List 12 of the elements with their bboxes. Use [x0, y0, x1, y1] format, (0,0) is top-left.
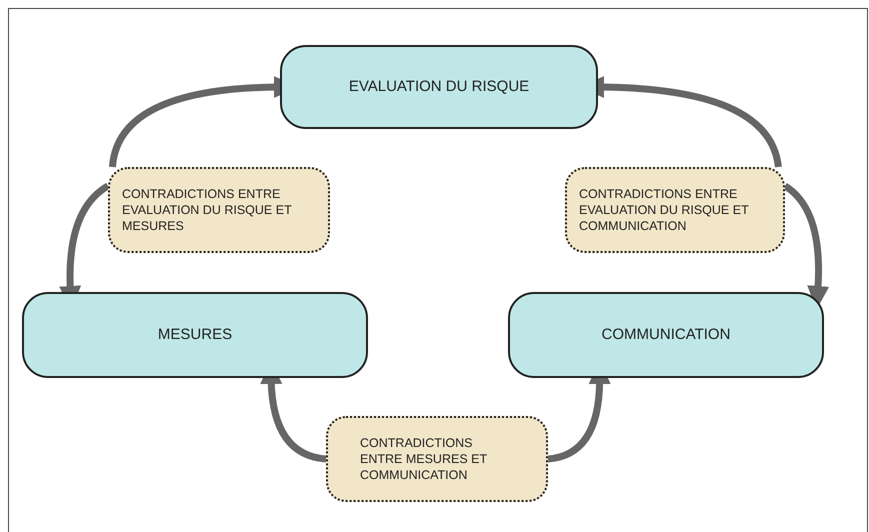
conflict-box — [108, 167, 330, 253]
box-text: CONTRADICTIONS ENTRE EVALUATION DU RISQUE ET MESURES — [122, 186, 292, 234]
box-title: EVALUATION DU RISQUE — [348, 78, 530, 96]
process-box — [22, 292, 368, 378]
conflict-box — [326, 416, 548, 502]
process-box — [508, 292, 824, 378]
conflict-box — [565, 167, 785, 253]
box-text: CONTRADICTIONS ENTRE MESURES ET COMMUNICATION — [360, 434, 488, 484]
process-box — [280, 45, 598, 129]
box-title: COMMUNICATION — [602, 326, 730, 344]
box-title: MESURES — [158, 326, 232, 344]
box-text: CONTRADICTIONS ENTRE EVALUATION DU RISQUE ET COMMUNICATION — [579, 186, 750, 234]
